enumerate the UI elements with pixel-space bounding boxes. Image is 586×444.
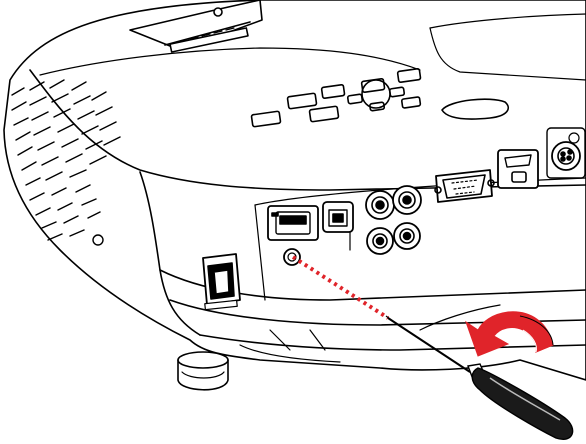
adjustable-foot: [178, 352, 228, 390]
hdmi-port-icon: [498, 150, 538, 188]
service-port: [284, 249, 300, 265]
vga-port-icon: [435, 170, 494, 202]
round-port: [552, 142, 580, 170]
usb-port-icon: [268, 206, 318, 240]
power-inlet-icon: [203, 254, 240, 310]
usb-b-port-icon: [323, 202, 353, 232]
